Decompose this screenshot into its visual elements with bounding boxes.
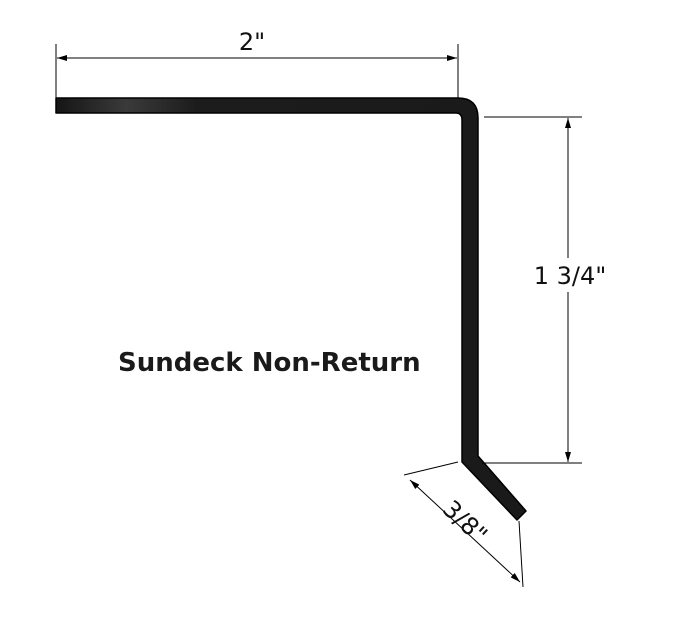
extension-line-return-lower bbox=[518, 520, 524, 588]
dimension-bottom-return: 3/8" bbox=[403, 461, 524, 588]
extension-line-return-upper bbox=[403, 461, 459, 476]
sheet-metal-profile bbox=[55, 97, 527, 521]
dimension-line-return bbox=[409, 479, 521, 583]
dimension-vertical-height: 1 3/4" bbox=[482, 116, 607, 464]
top-width-label: 2" bbox=[239, 28, 265, 56]
bottom-return-label: 3/8" bbox=[437, 495, 492, 549]
diagram-title: Sundeck Non-Return bbox=[118, 348, 421, 378]
dimension-top-width: 2" bbox=[55, 28, 459, 98]
profile-outline bbox=[55, 97, 527, 521]
vertical-height-label: 1 3/4" bbox=[534, 262, 607, 290]
